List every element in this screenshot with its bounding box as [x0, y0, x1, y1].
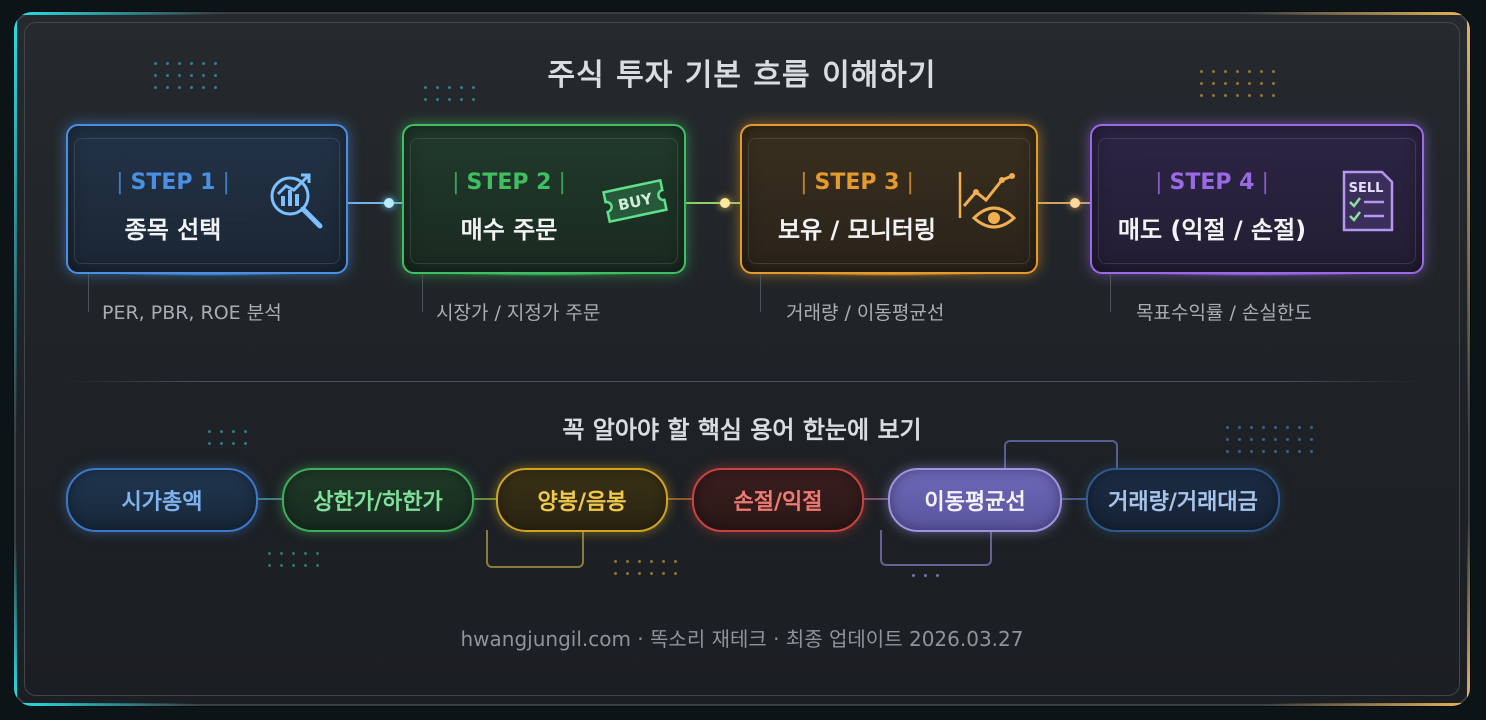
infographic-frame: 주식 투자 기본 흐름 이해하기 | STEP 1 | 종목 선택 | STEP…: [14, 12, 1470, 706]
circuit-line: [1004, 440, 1118, 468]
term-link: [472, 498, 496, 500]
card-tab: [944, 124, 1014, 132]
step-number: STEP 2: [466, 170, 552, 195]
edge-glow: [1246, 12, 1466, 15]
card-inner-border: [1098, 138, 1416, 264]
sell-icon-text: SELL: [1349, 181, 1384, 196]
term-pill: 양봉/음봉: [496, 468, 668, 532]
edge-glow: [14, 16, 17, 436]
step-card-1: | STEP 1 | 종목 선택: [66, 124, 348, 276]
sell-checklist-icon: SELL: [1338, 168, 1398, 238]
edge-glow: [1467, 522, 1470, 702]
step-note-4: 목표수익률 / 손실한도: [1136, 302, 1312, 324]
step-title: 매도 (익절 / 손절): [1117, 216, 1307, 244]
step-card-4: | STEP 4 | 매도 (익절 / 손절) SELL: [1090, 124, 1424, 276]
card-inner-border: [74, 138, 340, 264]
decor-dots: [614, 560, 677, 575]
card-tab: [254, 124, 324, 132]
term-link: [862, 498, 888, 500]
terms-title: 꼭 알아야 할 핵심 용어 한눈에 보기: [562, 416, 922, 444]
card-tab: [1330, 124, 1400, 132]
step-number: STEP 4: [1169, 170, 1255, 195]
edge-glow: [18, 703, 198, 706]
step-note-3: 거래량 / 이동평균선: [786, 302, 945, 324]
decor-dots: [1226, 426, 1313, 453]
term-link: [1060, 498, 1086, 500]
section-divider: [64, 381, 1420, 382]
decor-dots: [154, 62, 217, 89]
step-label: | STEP 3 |: [800, 170, 914, 195]
card-inner-border: [748, 138, 1030, 264]
step-number: STEP 1: [130, 170, 216, 195]
step-label: | STEP 2 |: [452, 170, 566, 195]
step-number: STEP 3: [814, 170, 900, 195]
step-connector: [682, 198, 740, 208]
term-pill: 이동평균선: [888, 468, 1062, 532]
edge-glow: [18, 12, 218, 15]
card-glow: [109, 272, 305, 276]
decor-dots: [912, 574, 939, 577]
step-label: | STEP 4 |: [1155, 170, 1269, 195]
card-glow: [446, 272, 642, 276]
buy-ticket-icon: BUY: [600, 168, 670, 238]
circuit-line: [880, 530, 992, 566]
decor-dots: [424, 86, 475, 101]
card-inner-border: [410, 138, 678, 264]
circuit-line: [486, 530, 584, 568]
card-glow: [786, 272, 992, 276]
step-note-1: PER, PBR, ROE 분석: [102, 302, 282, 324]
page-title: 주식 투자 기본 흐름 이해하기: [547, 58, 937, 93]
edge-glow: [1266, 703, 1466, 706]
term-pill: 거래량/거래대금: [1086, 468, 1280, 532]
magnifier-chart-icon: [264, 168, 330, 238]
card-glow: [1141, 272, 1373, 276]
term-pill: 시가총액: [66, 468, 258, 532]
note-line: [422, 274, 423, 312]
term-link: [666, 498, 692, 500]
step-note-2: 시장가 / 지정가 주문: [436, 302, 601, 324]
step-connector: [344, 198, 402, 208]
edge-glow: [1467, 16, 1470, 436]
step-card-3: | STEP 3 | 보유 / 모니터링: [740, 124, 1038, 276]
card-tab: [592, 124, 662, 132]
chart-eye-icon: [956, 168, 1022, 238]
note-line: [760, 274, 761, 312]
term-pill: 손절/익절: [692, 468, 864, 532]
step-card-2: | STEP 2 | 매수 주문 BUY: [402, 124, 686, 276]
note-line: [88, 274, 89, 312]
step-label: | STEP 1 |: [116, 170, 230, 195]
step-title: 매수 주문: [460, 216, 558, 244]
edge-glow: [14, 542, 17, 702]
footer-credit: hwangjungil.com · 똑소리 재테크 · 최종 업데이트 2026…: [460, 627, 1024, 651]
inner-border: [24, 22, 1460, 696]
step-title: 보유 / 모니터링: [778, 216, 936, 244]
step-connector: [1034, 198, 1090, 208]
term-pill: 상한가/하한가: [282, 468, 474, 532]
decor-dots: [1200, 70, 1275, 97]
decor-dots: [268, 552, 319, 567]
step-title: 종목 선택: [124, 216, 222, 244]
decor-dots: [208, 430, 247, 445]
note-line: [1110, 274, 1111, 312]
term-link: [256, 498, 282, 500]
